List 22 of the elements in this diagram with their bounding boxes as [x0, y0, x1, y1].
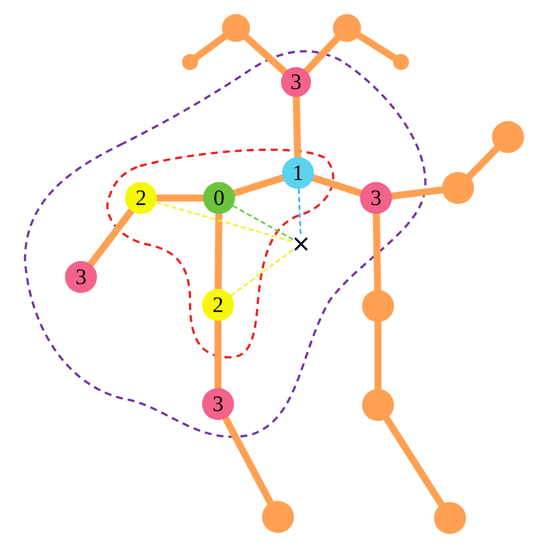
- bone-line: [192, 32, 228, 61]
- bone-line: [230, 174, 286, 197]
- cross-mark: [294, 237, 308, 251]
- joint-number: 1: [292, 162, 304, 184]
- joint-number: 0: [214, 187, 224, 209]
- bone-line: [87, 207, 135, 268]
- joint-number: 2: [212, 294, 224, 316]
- bone-line: [222, 414, 274, 506]
- bone-line: [466, 144, 500, 180]
- bone-line: [302, 34, 341, 75]
- bone-line: [383, 415, 445, 508]
- joint-number: 2: [136, 187, 146, 209]
- dashed-line: [156, 202, 294, 243]
- joint-number: 3: [212, 393, 224, 415]
- joint-number: 3: [290, 71, 302, 93]
- dashed-line: [232, 205, 296, 242]
- joint-number: 3: [76, 266, 86, 288]
- bone-line: [242, 34, 288, 76]
- bone-line: [355, 32, 398, 62]
- dashed-line: [230, 248, 296, 296]
- bone-line: [310, 174, 364, 197]
- joint-number: 3: [370, 187, 382, 209]
